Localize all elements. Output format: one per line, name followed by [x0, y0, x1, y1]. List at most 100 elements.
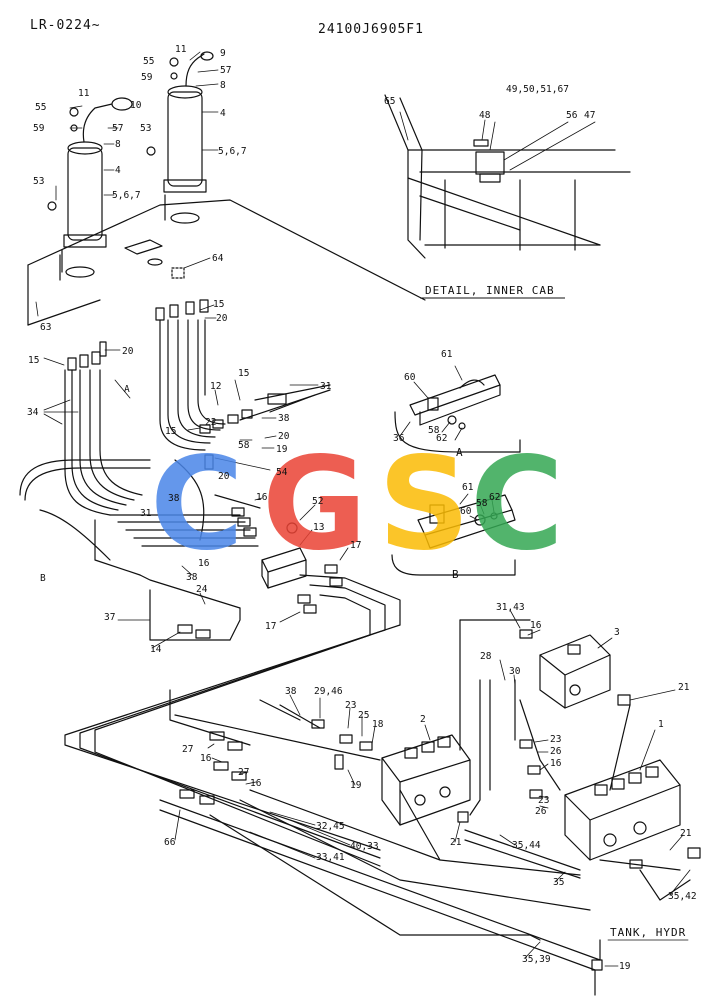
part-callout-p15d: 15 [165, 426, 176, 437]
part-callout-p19a: 19 [276, 444, 288, 455]
part-callout-p66: 66 [164, 837, 176, 848]
watermark: C G S C [150, 430, 564, 579]
caption-detail-inner-cab: DETAIL, INNER CAB [425, 284, 555, 297]
part-callout-pB: B [40, 573, 46, 584]
part-callout-p18: 18 [372, 719, 384, 730]
part-callout-p11b: 11 [78, 88, 90, 99]
part-callout-p20c: 20 [278, 431, 290, 442]
part-callout-p22: 22 [205, 417, 216, 428]
part-callout-p23b: 23 [550, 734, 561, 745]
line-artwork [19, 51, 701, 996]
part-callout-p20a: 20 [216, 313, 228, 324]
part-callout-p3544: 35,44 [512, 840, 541, 851]
part-callout-p23c: 23 [538, 795, 549, 806]
part-callout-p16d: 16 [200, 753, 212, 764]
watermark-letter-c1: C [150, 430, 244, 579]
part-callout-p61a: 61 [441, 349, 453, 360]
part-callout-p54: 54 [276, 467, 288, 478]
part-callout-p15a: 15 [213, 299, 224, 310]
part-callout-p63: 63 [40, 322, 51, 333]
view-a-detail [394, 374, 521, 453]
part-callout-p65: 65 [384, 96, 395, 107]
hydraulic-lines [64, 574, 691, 996]
part-callout-p31b: 31 [140, 508, 152, 519]
part-callout-p567a: 5,6,7 [218, 146, 247, 157]
captions: DETAIL, INNER CAB A B TANK, HYDR [420, 284, 686, 939]
part-callout-p56: 56 [566, 110, 578, 121]
part-callout-p20d: 20 [218, 471, 230, 482]
part-callout-p55b: 55 [35, 102, 46, 113]
part-callout-p62b: 62 [489, 492, 500, 503]
part-callout-p58b: 58 [428, 425, 440, 436]
part-callout-p64: 64 [212, 253, 224, 264]
part-callout-p52: 52 [312, 496, 323, 507]
part-callout-p27a: 27 [182, 744, 193, 755]
part-callout-p53b: 53 [33, 176, 44, 187]
caption-tank-hydr: TANK, HYDR [610, 926, 686, 939]
part-callout-p38c: 38 [186, 572, 198, 583]
part-callout-p21c: 21 [680, 828, 692, 839]
part-callout-p59b: 59 [33, 123, 45, 134]
part-callout-p31a: 31 [320, 381, 332, 392]
part-callout-p16a: 16 [256, 492, 268, 503]
part-callout-p17b: 17 [265, 621, 276, 632]
part-callout-p3341: 33,41 [316, 852, 345, 863]
part-callout-p19b: 19 [350, 780, 362, 791]
part-callout-p38b: 38 [168, 493, 180, 504]
drawing-code-right: 24100J6905F1 [318, 22, 424, 37]
part-callout-p2: 2 [420, 714, 426, 725]
pilot-hoses [19, 319, 331, 641]
part-callout-pA: A [124, 384, 130, 395]
part-callout-p3542: 35,42 [668, 891, 697, 902]
part-callout-p60b: 60 [460, 506, 472, 517]
caption-view-a: A [456, 446, 464, 459]
part-callout-p12: 12 [210, 381, 221, 392]
part-callout-p27b: 27 [238, 767, 249, 778]
part-callout-p34: 34 [27, 407, 39, 418]
part-callout-p3539: 35,39 [522, 954, 551, 965]
part-callout-p58a: 58 [238, 440, 250, 451]
part-callout-p38a: 38 [278, 413, 290, 424]
right-control-lever [146, 51, 214, 221]
control-valve-3 [539, 634, 611, 709]
part-callout-p28: 28 [480, 651, 492, 662]
part-callout-p14: 14 [150, 644, 162, 655]
part-callout-p20b: 20 [122, 346, 134, 357]
part-callout-p36: 36 [393, 433, 405, 444]
part-callout-p55a: 55 [143, 56, 154, 67]
part-callout-p4033: 40,33 [350, 841, 379, 852]
drawing-code-left: LR-0224~ [30, 18, 101, 33]
part-callout-p21b: 21 [450, 837, 462, 848]
watermark-letter-s: S [378, 430, 470, 579]
part-callout-p4a: 4 [220, 108, 226, 119]
part-callout-p61b: 61 [462, 482, 474, 493]
watermark-letter-c2: C [470, 430, 564, 579]
part-callout-p26b: 26 [535, 806, 547, 817]
part-callout-p47: 47 [584, 110, 595, 121]
part-callout-p21a: 21 [678, 682, 690, 693]
part-callout-p37: 37 [104, 612, 115, 623]
view-b-detail [391, 494, 516, 576]
part-callout-p11a: 11 [175, 44, 187, 55]
control-valve-2 [381, 734, 471, 826]
control-valve-1 [564, 759, 681, 861]
part-callout-p16e: 16 [550, 758, 562, 769]
part-callout-p8a: 8 [220, 80, 226, 91]
part-callout-p3245: 32,45 [316, 821, 345, 832]
part-callout-p4b: 4 [115, 165, 121, 176]
fittings [67, 267, 701, 971]
part-callout-p13: 13 [313, 522, 324, 533]
part-callout-p24: 24 [196, 584, 208, 595]
console-plate [27, 199, 426, 326]
part-callout-p23a: 23 [345, 700, 356, 711]
part-callout-p60a: 60 [404, 372, 416, 383]
part-callout-p49: 49,50,51,67 [506, 84, 569, 95]
part-callout-p9: 9 [220, 48, 226, 59]
part-callout-p25: 25 [358, 710, 369, 721]
part-callout-p38d: 38 [285, 686, 297, 697]
left-control-lever [47, 97, 133, 273]
part-callout-p19c: 19 [619, 961, 631, 972]
part-callout-p2946: 29,46 [314, 686, 343, 697]
